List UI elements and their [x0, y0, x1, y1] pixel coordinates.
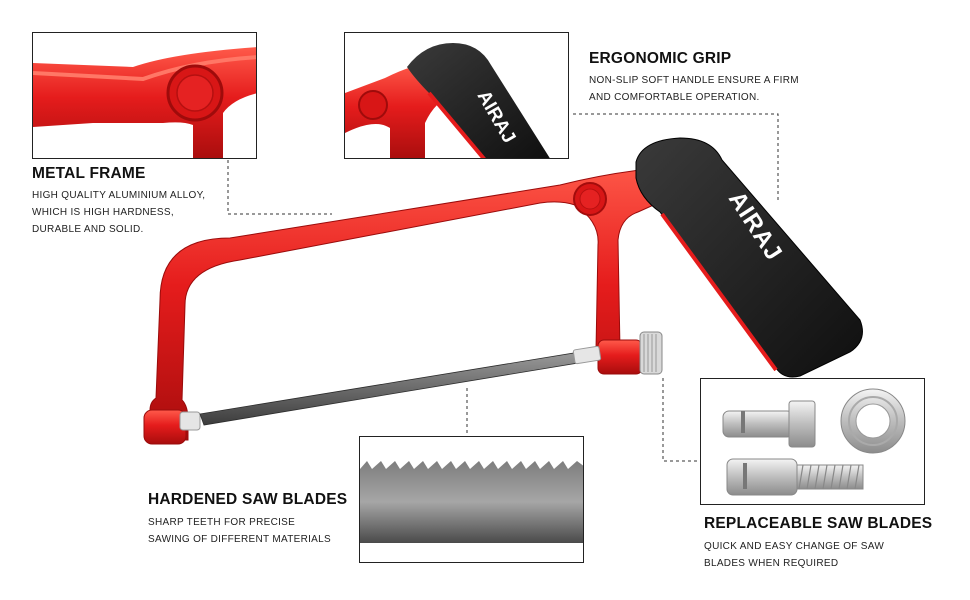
- leader-ergonomic-grip: [573, 113, 779, 200]
- replaceable-blades-title: REPLACEABLE SAW BLADES: [704, 515, 933, 532]
- inset-metal-frame: [32, 32, 257, 159]
- replaceable-blades-desc-line: QUICK AND EASY CHANGE OF SAW: [704, 541, 885, 552]
- replaceable-blades-desc-line: BLADES WHEN REQUIRED: [704, 558, 839, 569]
- blade-pin-hex-icon: [722, 400, 816, 448]
- leader-metal-frame: [227, 160, 332, 215]
- leader-replaceable-blades: [662, 378, 700, 462]
- ergonomic-grip-desc-line: AND COMFORTABLE OPERATION.: [589, 92, 760, 103]
- ergonomic-grip-title: ERGONOMIC GRIP: [589, 50, 732, 67]
- metal-frame-title: METAL FRAME: [32, 165, 146, 182]
- saw-blade: [199, 345, 602, 426]
- metal-frame-desc-line: HIGH QUALITY ALUMINIUM ALLOY,: [32, 190, 206, 201]
- metal-frame-desc-line: DURABLE AND SOLID.: [32, 224, 144, 235]
- inset-replaceable-blades: [700, 378, 925, 505]
- leader-lines: [227, 113, 779, 462]
- inset-hardened-blades: [359, 436, 584, 563]
- metal-frame-desc-line: WHICH IS HIGH HARDNESS,: [32, 207, 174, 218]
- replaceable-blades-desc: QUICK AND EASY CHANGE OF SAW BLADES WHEN…: [704, 538, 884, 572]
- metal-frame-desc: HIGH QUALITY ALUMINIUM ALLOY, WHICH IS H…: [32, 187, 205, 238]
- washer-icon: [840, 388, 906, 454]
- inset-ergonomic-grip: AIRAJ: [344, 32, 569, 159]
- hardened-blades-title: HARDENED SAW BLADES: [148, 491, 348, 508]
- ergonomic-grip-desc-line: NON-SLIP SOFT HANDLE ENSURE A FIRM: [589, 75, 799, 86]
- saw-frame: [143, 159, 677, 445]
- hardened-blades-desc-line: SHARP TEETH FOR PRECISE: [148, 517, 296, 528]
- threaded-pin-icon: [726, 458, 864, 496]
- hardened-blades-desc: SHARP TEETH FOR PRECISE SAWING OF DIFFER…: [148, 514, 331, 548]
- ergonomic-grip-desc: NON-SLIP SOFT HANDLE ENSURE A FIRM AND C…: [589, 72, 799, 106]
- saw-grip: AIRAJ: [635, 137, 863, 378]
- hardened-blades-desc-line: SAWING OF DIFFERENT MATERIALS: [148, 534, 331, 545]
